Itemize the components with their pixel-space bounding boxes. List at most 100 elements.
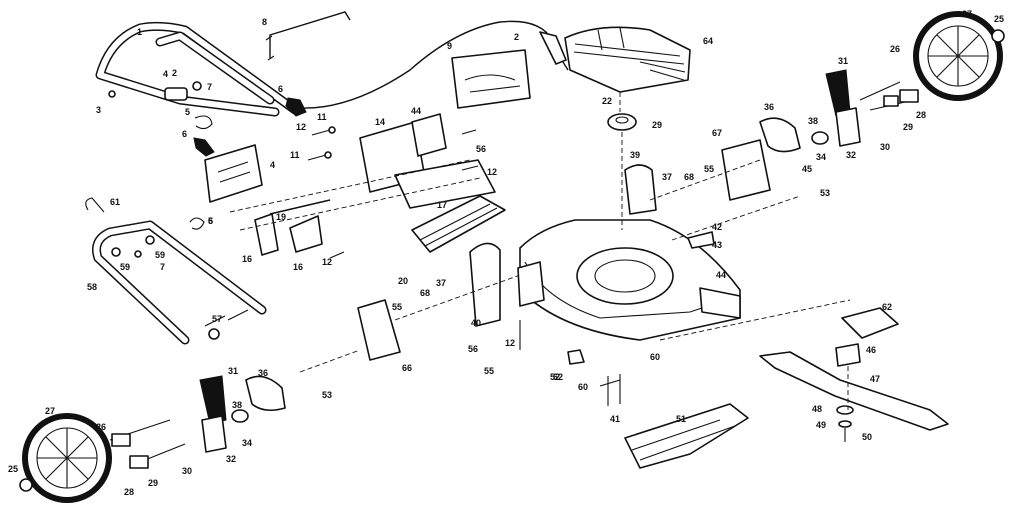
part-label: 46 [866, 345, 876, 355]
part-label: 29 [652, 120, 662, 130]
part-label: 37 [662, 172, 672, 182]
part-label: 49 [816, 420, 826, 430]
part-label: 37 [436, 278, 446, 288]
part-label: 9 [447, 41, 452, 51]
part-label: 59 [155, 250, 165, 260]
height-adjust-bracket-40 [469, 242, 501, 327]
part-label: 39 [630, 150, 640, 160]
part-label: 58 [87, 282, 97, 292]
part-label: 66 [402, 363, 412, 373]
handle-clamp-hardware [108, 81, 213, 130]
part-label: 52 [550, 372, 560, 382]
part-label: 4 [270, 160, 275, 170]
part-label: 45 [802, 164, 812, 174]
part-label: 6 [278, 84, 283, 94]
part-label: 8 [262, 17, 267, 27]
engine [564, 26, 691, 93]
part-label: 53 [322, 390, 332, 400]
blade-adapter-46 [835, 343, 861, 367]
drive-rod [269, 11, 351, 58]
part-label: 28 [124, 487, 134, 497]
part-label: 36 [764, 102, 774, 112]
lower-handle [92, 220, 267, 345]
cable-grip [539, 31, 567, 65]
callout-labels: 1 2 2 3 4 4 5 5 6 6 6 7 7 8 9 11 11 12 1… [8, 9, 1004, 497]
height-adjuster-right [759, 69, 919, 153]
part-label: 43 [712, 240, 722, 250]
part-label: 2 [514, 32, 519, 42]
part-label: 38 [232, 400, 242, 410]
part-label: 12 [296, 122, 306, 132]
part-label: 31 [838, 56, 848, 66]
part-label: 68 [420, 288, 430, 298]
bolts-11-12 [307, 126, 479, 259]
part-label: 6 [208, 216, 213, 226]
part-label: 5 [185, 107, 190, 117]
hub-cap-25a [991, 29, 1005, 43]
lower-handle-hardware [85, 197, 249, 340]
part-label: 30 [182, 466, 192, 476]
part-label: 64 [703, 36, 713, 46]
part-label: 20 [398, 276, 408, 286]
bracket-44 [411, 113, 447, 157]
part-label: 14 [375, 117, 385, 127]
crankshaft-adapter-29 [607, 113, 637, 131]
part-label: 28 [916, 110, 926, 120]
part-label: 44 [411, 106, 421, 116]
part-label: 55 [484, 366, 494, 376]
part-label: 44 [716, 270, 726, 280]
part-label: 56 [476, 144, 486, 154]
part-label: 12 [505, 338, 515, 348]
part-label: 19 [276, 212, 286, 222]
part-label: 67 [712, 128, 722, 138]
part-label: 60 [578, 382, 588, 392]
part-label: 68 [684, 172, 694, 182]
part-label: 29 [148, 478, 158, 488]
part-label: 47 [870, 374, 880, 384]
part-label: 60 [650, 352, 660, 362]
part-label: 6 [182, 129, 187, 139]
part-label: 40 [471, 318, 481, 328]
engine-bracket-9 [451, 49, 531, 109]
part-label: 5 [208, 216, 213, 226]
hub-cap-25b [19, 478, 33, 492]
part-label: 57 [212, 314, 222, 324]
clip-42-43 [687, 231, 715, 249]
height-adjust-bracket-66 [357, 299, 401, 361]
height-bracket-39 [624, 164, 657, 215]
part-label: 22 [602, 96, 612, 106]
part-label: 51 [676, 414, 686, 424]
part-label: 4 [163, 69, 168, 79]
part-label: 1 [137, 27, 142, 37]
part-label: 26 [96, 422, 106, 432]
part-label: 25 [8, 464, 18, 474]
part-label: 61 [110, 197, 120, 207]
part-label: 34 [242, 438, 252, 448]
part-label: 29 [903, 122, 913, 132]
part-label: 11 [317, 112, 327, 122]
part-label: 55 [392, 302, 402, 312]
part-label: 32 [846, 150, 856, 160]
rear-flap-20 [411, 195, 506, 253]
clip-52 [567, 349, 585, 365]
part-label: 16 [293, 262, 303, 272]
front-wheel [22, 413, 112, 503]
rear-wheel [913, 11, 1003, 101]
part-label: 17 [437, 200, 447, 210]
part-label: 27 [45, 406, 55, 416]
part-label: 31 [228, 366, 238, 376]
part-label: 34 [816, 152, 826, 162]
part-label: 41 [610, 414, 620, 424]
handle-knobs [193, 97, 307, 157]
part-label: 7 [160, 262, 165, 272]
part-label: 25 [994, 14, 1004, 24]
part-label: 11 [290, 150, 300, 160]
part-label: 62 [553, 372, 563, 382]
part-label: 62 [882, 302, 892, 312]
hinge-rod-19 [269, 199, 331, 215]
hinge-bracket-16b [289, 215, 323, 253]
part-label: 16 [242, 254, 252, 264]
part-label: 30 [880, 142, 890, 152]
upper-handle [95, 21, 300, 117]
blade-boss-62 [841, 307, 899, 339]
